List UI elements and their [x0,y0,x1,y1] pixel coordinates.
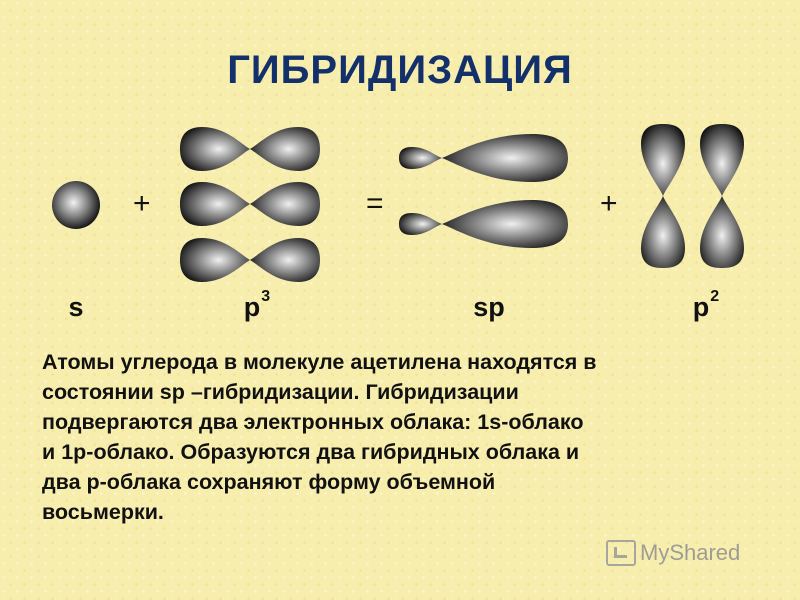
description-line: и 1р-облако. Образуются два гибридных об… [42,440,580,464]
description-line: состоянии sp –гибридизации. Гибридизации [42,380,519,404]
equals-sign: = [366,187,384,220]
presentation-icon [606,540,636,566]
description-line: восьмерки. [42,500,164,524]
watermark: MyShared [606,540,740,566]
sp-orbital-2 [399,200,568,248]
plus-sign: + [133,187,151,220]
sp-orbital-1 [399,134,568,182]
plus-sign: + [600,187,618,220]
description-line: Атомы углерода в молекуле ацетилена нахо… [42,350,597,374]
p-orbital-vertical-2 [700,124,744,268]
description-line: подвергаются два электронных облака: 1s-… [42,410,584,434]
p-orbital-1 [180,127,320,171]
p-orbital-vertical-1 [641,124,685,268]
label-p2: p2 [692,288,720,322]
page-title: ГИБРИДИЗАЦИЯ [227,48,573,92]
s-orbital [52,181,100,229]
label-p3: p3 [243,288,271,322]
p-orbital-2 [180,182,320,226]
description-text: Атомы углерода в молекуле ацетилена нахо… [42,347,772,527]
p-orbital-3 [180,238,320,282]
label-sp: sp [473,292,505,322]
description-line: два р-облака сохраняют форму объемной [42,470,496,494]
label-s: s [68,292,84,322]
